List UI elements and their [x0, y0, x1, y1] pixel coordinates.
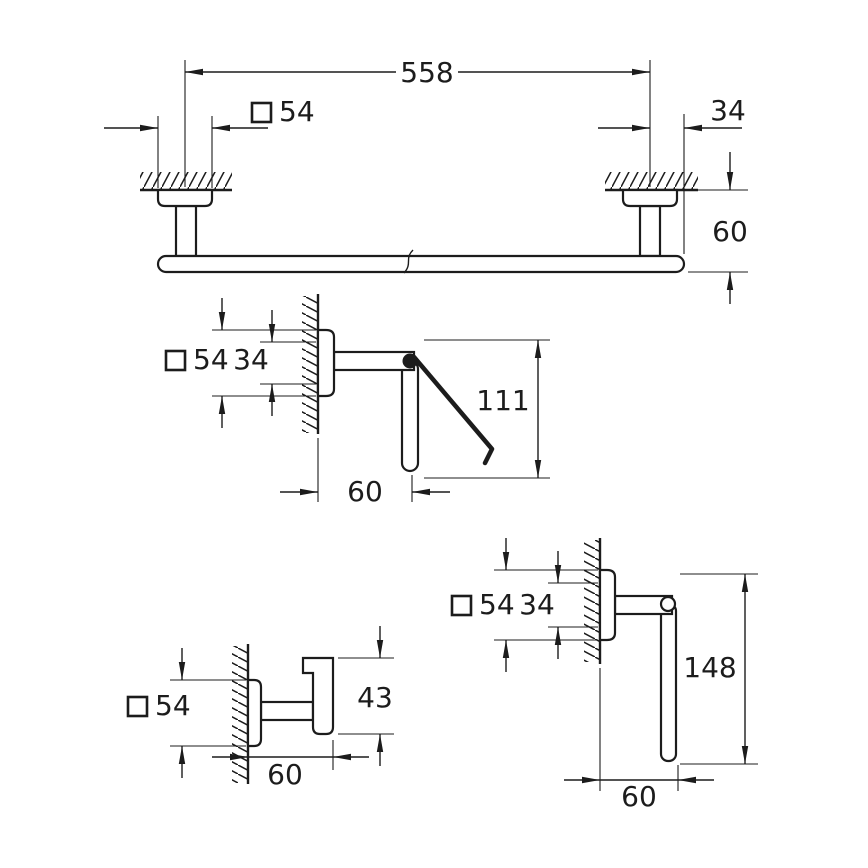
ring-post — [659, 602, 678, 763]
dimension-plate-54: 54 — [164, 298, 316, 428]
square-section-icon — [164, 349, 187, 372]
wall-hatch — [584, 540, 599, 662]
dim-label-54: 54 — [279, 95, 315, 128]
dimension-inner-34: 34 — [519, 551, 598, 659]
holder-arm — [332, 350, 416, 372]
dimension-plate-54: 54 — [104, 95, 315, 188]
dim-label-34: 34 — [519, 588, 555, 621]
roller-post — [400, 359, 420, 473]
towel-ring-drawing: 54 34 148 60 — [450, 538, 758, 813]
dim-label-60: 60 — [621, 780, 657, 813]
dimension-plate-54: 54 — [450, 538, 598, 672]
left-mount-plate — [156, 188, 214, 208]
mount-plate — [246, 678, 263, 748]
dim-label-34: 34 — [233, 343, 269, 376]
hook-arm — [259, 700, 315, 722]
square-section-icon — [250, 101, 273, 124]
dimension-span-558: 558 — [184, 56, 651, 187]
mount-plate — [598, 568, 617, 642]
dimension-projection-60: 60 — [280, 438, 450, 508]
wall-hatch-right — [605, 172, 698, 189]
hook-drawing: 54 43 60 — [126, 626, 394, 791]
paper-flap — [411, 354, 495, 466]
right-mount-stem — [638, 204, 662, 258]
dimension-offset-34: 34 — [598, 94, 746, 254]
mount-plate — [316, 328, 336, 398]
dim-label-43: 43 — [357, 681, 393, 714]
dimension-projection-60: 60 — [564, 668, 714, 813]
left-mount-stem — [174, 204, 198, 258]
dimension-drop-60: 60 — [688, 152, 748, 304]
towel-bar-drawing: 558 54 34 60 — [104, 56, 748, 304]
dim-label-60: 60 — [267, 758, 303, 791]
dimension-inner-34: 34 — [233, 310, 316, 416]
square-section-icon — [126, 695, 149, 718]
hook-body — [301, 656, 335, 736]
dim-label-558: 558 — [400, 56, 453, 89]
pivot-cap — [659, 595, 677, 613]
dim-label-148: 148 — [683, 651, 736, 684]
dim-label-54: 54 — [479, 588, 515, 621]
dimension-height-148: 148 — [680, 573, 758, 765]
dim-label-60: 60 — [712, 215, 748, 248]
square-section-icon — [450, 594, 473, 617]
dimension-height-111: 111 — [424, 339, 550, 479]
wall-hatch — [302, 296, 317, 433]
dim-label-54: 54 — [155, 689, 191, 722]
wall-hatch — [232, 646, 247, 783]
paper-holder-drawing: 54 34 111 60 — [164, 294, 550, 508]
dim-label-60: 60 — [347, 475, 383, 508]
break-squiggle — [403, 249, 414, 274]
dim-label-111: 111 — [476, 384, 529, 417]
wall-hatch-left — [140, 172, 232, 189]
dim-label-54: 54 — [193, 343, 229, 376]
dimension-height-43: 43 — [338, 626, 394, 766]
dim-label-34: 34 — [710, 94, 746, 127]
dimension-projection-60: 60 — [212, 740, 369, 791]
pivot-dot — [402, 353, 418, 369]
dimension-plate-54: 54 — [126, 648, 246, 778]
towel-bar-rail — [156, 254, 686, 274]
right-mount-plate — [621, 188, 679, 208]
